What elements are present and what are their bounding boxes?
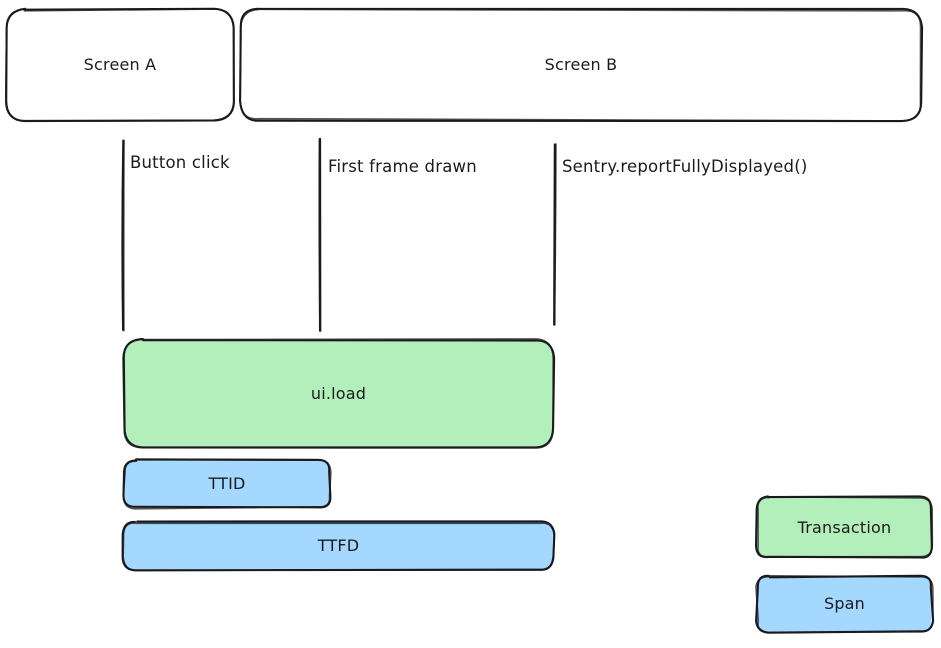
event-label-button-click: Button click — [130, 152, 230, 172]
bar-ui-load-transaction[interactable] — [122, 337, 556, 449]
bar-label-ui-load-transaction: ui.load — [310, 383, 367, 403]
event-label-first-frame-drawn: First frame drawn — [328, 156, 477, 176]
event-marker-button-click — [121, 139, 125, 332]
screen-label-screen-a: Screen A — [83, 55, 157, 74]
legend-swatch-legend-transaction[interactable] — [754, 495, 934, 559]
bar-ttfd-span[interactable] — [121, 520, 556, 572]
bar-label-ttid-span: TTID — [208, 474, 246, 493]
legend-label-legend-transaction: Transaction — [797, 517, 892, 537]
bar-label-ttfd-span: TTFD — [317, 536, 360, 555]
legend-label-legend-span: Span — [823, 594, 866, 613]
screen-label-screen-b: Screen B — [544, 55, 618, 74]
screen-box-screen-b[interactable] — [239, 7, 924, 123]
event-marker-first-frame-drawn — [318, 137, 322, 332]
event-marker-report-fully-displayed — [553, 143, 557, 326]
legend-swatch-legend-span[interactable] — [755, 574, 935, 634]
bar-ttid-span[interactable] — [122, 458, 332, 510]
event-label-report-fully-displayed: Sentry.reportFullyDisplayed() — [562, 156, 808, 176]
screen-box-screen-a[interactable] — [4, 7, 235, 123]
